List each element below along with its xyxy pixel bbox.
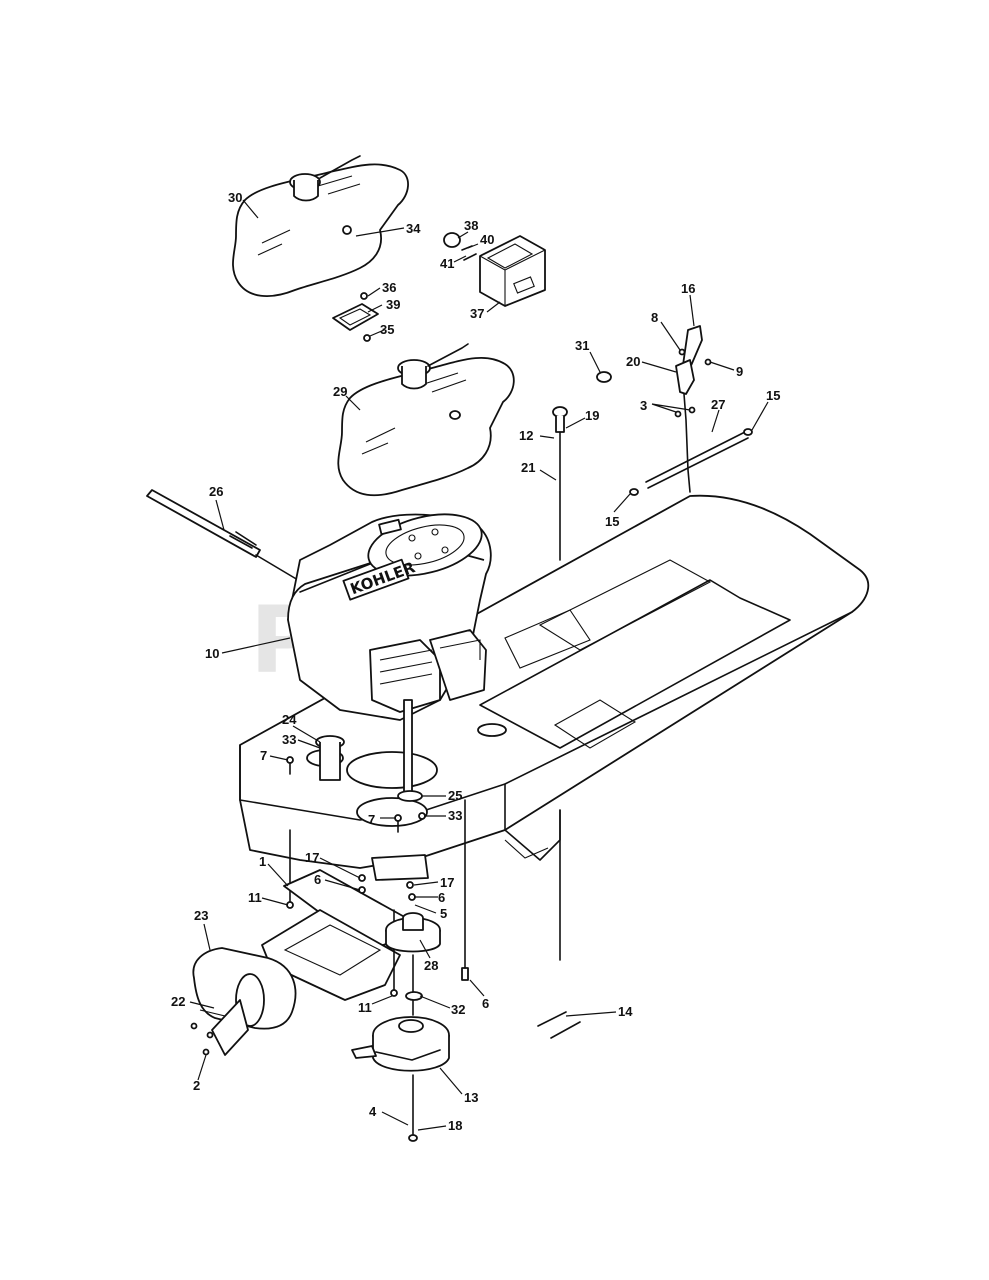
callout-41: 41 — [440, 256, 454, 271]
callout-7-lower: 7 — [368, 812, 375, 827]
callout-28: 28 — [424, 958, 438, 973]
callout-21: 21 — [521, 460, 535, 475]
leader-lines — [189, 199, 769, 1131]
callout-40: 40 — [480, 232, 494, 247]
callout-16: 16 — [681, 281, 695, 296]
callout-7-upper: 7 — [260, 748, 267, 763]
callout-17-right: 17 — [440, 875, 454, 890]
callout-13: 13 — [464, 1090, 478, 1105]
callout-5: 5 — [440, 906, 447, 921]
callout-10: 10 — [205, 646, 219, 661]
muffler-23 — [190, 947, 297, 1056]
callout-19: 19 — [585, 408, 599, 423]
shaft-26 — [146, 489, 299, 581]
callout-25: 25 — [448, 788, 462, 803]
callout-15-upper: 15 — [766, 388, 780, 403]
callout-6-left: 6 — [314, 872, 321, 887]
callout-32: 32 — [451, 1002, 465, 1017]
spacers — [286, 735, 426, 906]
pulley-28 — [385, 912, 441, 1016]
clutch-13 — [351, 1016, 450, 1142]
callout-31: 31 — [575, 338, 589, 353]
callout-26: 26 — [209, 484, 223, 499]
callout-20: 20 — [626, 354, 640, 369]
bracket-39 — [332, 292, 379, 342]
callout-6-right: 6 — [438, 890, 445, 905]
bolt-6 — [461, 967, 469, 981]
part-31 — [596, 371, 612, 383]
lift-lever — [674, 325, 712, 493]
callout-12: 12 — [519, 428, 533, 443]
callout-30: 30 — [228, 190, 242, 205]
callout-29: 29 — [333, 384, 347, 399]
pins-14 — [537, 1011, 581, 1039]
electrical-module — [443, 232, 546, 307]
callout-34: 34 — [406, 221, 421, 236]
callout-1: 1 — [259, 854, 266, 869]
callout-4: 4 — [369, 1104, 377, 1119]
frame-plate — [239, 494, 870, 869]
callout-15-lower: 15 — [605, 514, 619, 529]
callout-11-lower: 11 — [358, 1000, 372, 1015]
callouts: 30 34 38 40 41 37 36 39 35 16 8 31 20 9 … — [171, 190, 780, 1133]
callout-24: 24 — [282, 712, 297, 727]
callout-9: 9 — [736, 364, 743, 379]
callout-33-lower: 33 — [448, 808, 462, 823]
callout-27: 27 — [711, 397, 725, 412]
callout-14: 14 — [618, 1004, 633, 1019]
callout-23: 23 — [194, 908, 208, 923]
callout-11-upper: 11 — [248, 890, 262, 905]
callout-36: 36 — [382, 280, 396, 295]
callout-6-lower: 6 — [482, 996, 489, 1011]
callout-38: 38 — [464, 218, 478, 233]
callout-3: 3 — [640, 398, 647, 413]
fuel-tank-lower — [337, 343, 515, 497]
callout-35: 35 — [380, 322, 394, 337]
fuel-tank-upper — [232, 155, 409, 297]
callout-8: 8 — [651, 310, 658, 325]
callout-39: 39 — [386, 297, 400, 312]
rod-27 — [629, 428, 753, 496]
engine-kohler: KOHLER — [287, 513, 492, 801]
callout-18: 18 — [448, 1118, 462, 1133]
callout-2: 2 — [193, 1078, 200, 1093]
callout-33-upper: 33 — [282, 732, 296, 747]
callout-37: 37 — [470, 306, 484, 321]
callout-17-left: 17 — [305, 850, 319, 865]
callout-22: 22 — [171, 994, 185, 1009]
